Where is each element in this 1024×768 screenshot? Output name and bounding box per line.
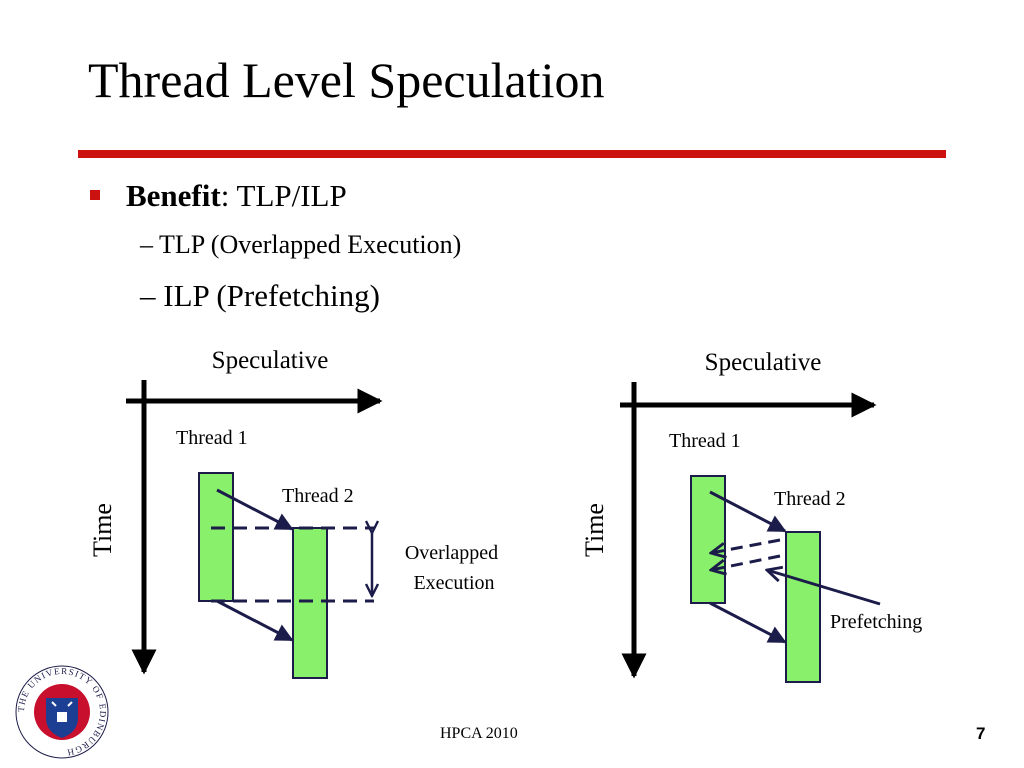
subbullet-tlp: – TLP (Overlapped Execution)	[140, 230, 462, 259]
bullet-rest: : TLP/ILP	[220, 178, 347, 213]
prefetch-dash-arrow-2	[711, 554, 781, 570]
diagram-overlapped-execution: Speculative Time Thread 1 Thread 2 Overl…	[88, 347, 503, 679]
bullet-bold: Benefit	[126, 178, 221, 213]
thread2-block	[292, 527, 328, 679]
speculative-label: Speculative	[705, 349, 822, 376]
square-bullet-icon	[90, 190, 100, 200]
thread1-label: Thread 1	[669, 430, 741, 452]
thread2-label: Thread 2	[774, 488, 846, 510]
overlapped-line1: Overlapped	[405, 542, 498, 564]
diagram-prefetching: Speculative Time Thread 1 Thread 2 Prefe…	[580, 349, 922, 683]
spawn-arrow-bottom	[216, 599, 294, 642]
subbullet-ilp: – ILP (Prefetching)	[140, 278, 380, 313]
thread2-block	[785, 531, 821, 683]
thread1-block	[198, 472, 234, 602]
time-label: Time	[88, 503, 117, 557]
slide-title: Thread Level Speculation	[88, 52, 605, 108]
thread1-label: Thread 1	[176, 427, 248, 449]
title-divider	[78, 150, 946, 158]
footer-text: HPCA 2010	[440, 725, 518, 742]
prefetching-pointer-arrow	[767, 570, 881, 606]
prefetching-label: Prefetching	[830, 611, 922, 633]
thread2-label: Thread 2	[282, 485, 354, 507]
time-label: Time	[580, 503, 609, 557]
spawn-arrow-bottom	[709, 601, 787, 644]
spawn-arrow-top	[216, 488, 294, 531]
bullet-text: Benefit: TLP/ILP	[126, 176, 347, 216]
overlapped-execution-label: Overlapped Execution	[405, 542, 503, 594]
prefetch-dash-arrow-1	[711, 538, 781, 553]
overlapped-line2: Execution	[413, 572, 494, 594]
page-number: 7	[976, 724, 986, 743]
spawn-arrow-top	[709, 490, 787, 533]
university-logo: THE UNIVERSITY OF EDINBURGH	[15, 665, 109, 759]
thread1-block	[690, 475, 726, 604]
speculative-label: Speculative	[212, 347, 329, 374]
